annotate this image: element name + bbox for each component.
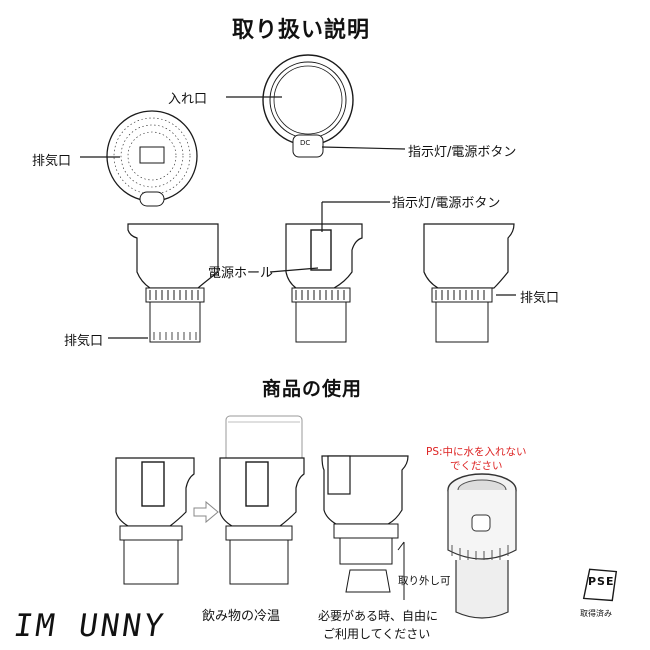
exhaust-label-left: 排気口: [64, 334, 104, 349]
exhaust-label-right: 排気口: [520, 291, 560, 306]
indicator-label-top: 指示灯/電源ボタン: [408, 145, 517, 160]
as-needed-line1: 必要がある時、自由に: [318, 609, 439, 623]
pse-caption: 取得済み: [580, 609, 612, 618]
indicator-label-mid: 指示灯/電源ボタン: [392, 196, 501, 211]
ps-note-line2: でください: [450, 460, 503, 472]
instructions-heading: 取り扱い説明: [232, 18, 371, 43]
ps-note-line1: PS:中に水を入れない: [426, 446, 527, 458]
as-needed-line2: ご利用してください: [323, 627, 431, 641]
cup-holder-right: [423, 223, 516, 343]
cup-holder-left: [108, 223, 219, 343]
pse-mark-text: PSE: [588, 575, 615, 588]
cup-holder-middle: [269, 201, 390, 343]
usage-heading: 商品の使用: [262, 378, 363, 400]
power-hole-label: 電源ホール: [208, 266, 274, 281]
brand-wordmark: IM UNNY: [11, 608, 169, 644]
removable-label: 取り外し可: [398, 575, 451, 587]
inlet-label: 入れ口: [168, 92, 208, 107]
drinks-label: 飲み物の冷温: [202, 609, 281, 624]
dc-panel-mark: DC: [300, 139, 311, 147]
pse-mark-shape: [582, 568, 618, 602]
exhaust-label-top: 排気口: [32, 154, 72, 169]
